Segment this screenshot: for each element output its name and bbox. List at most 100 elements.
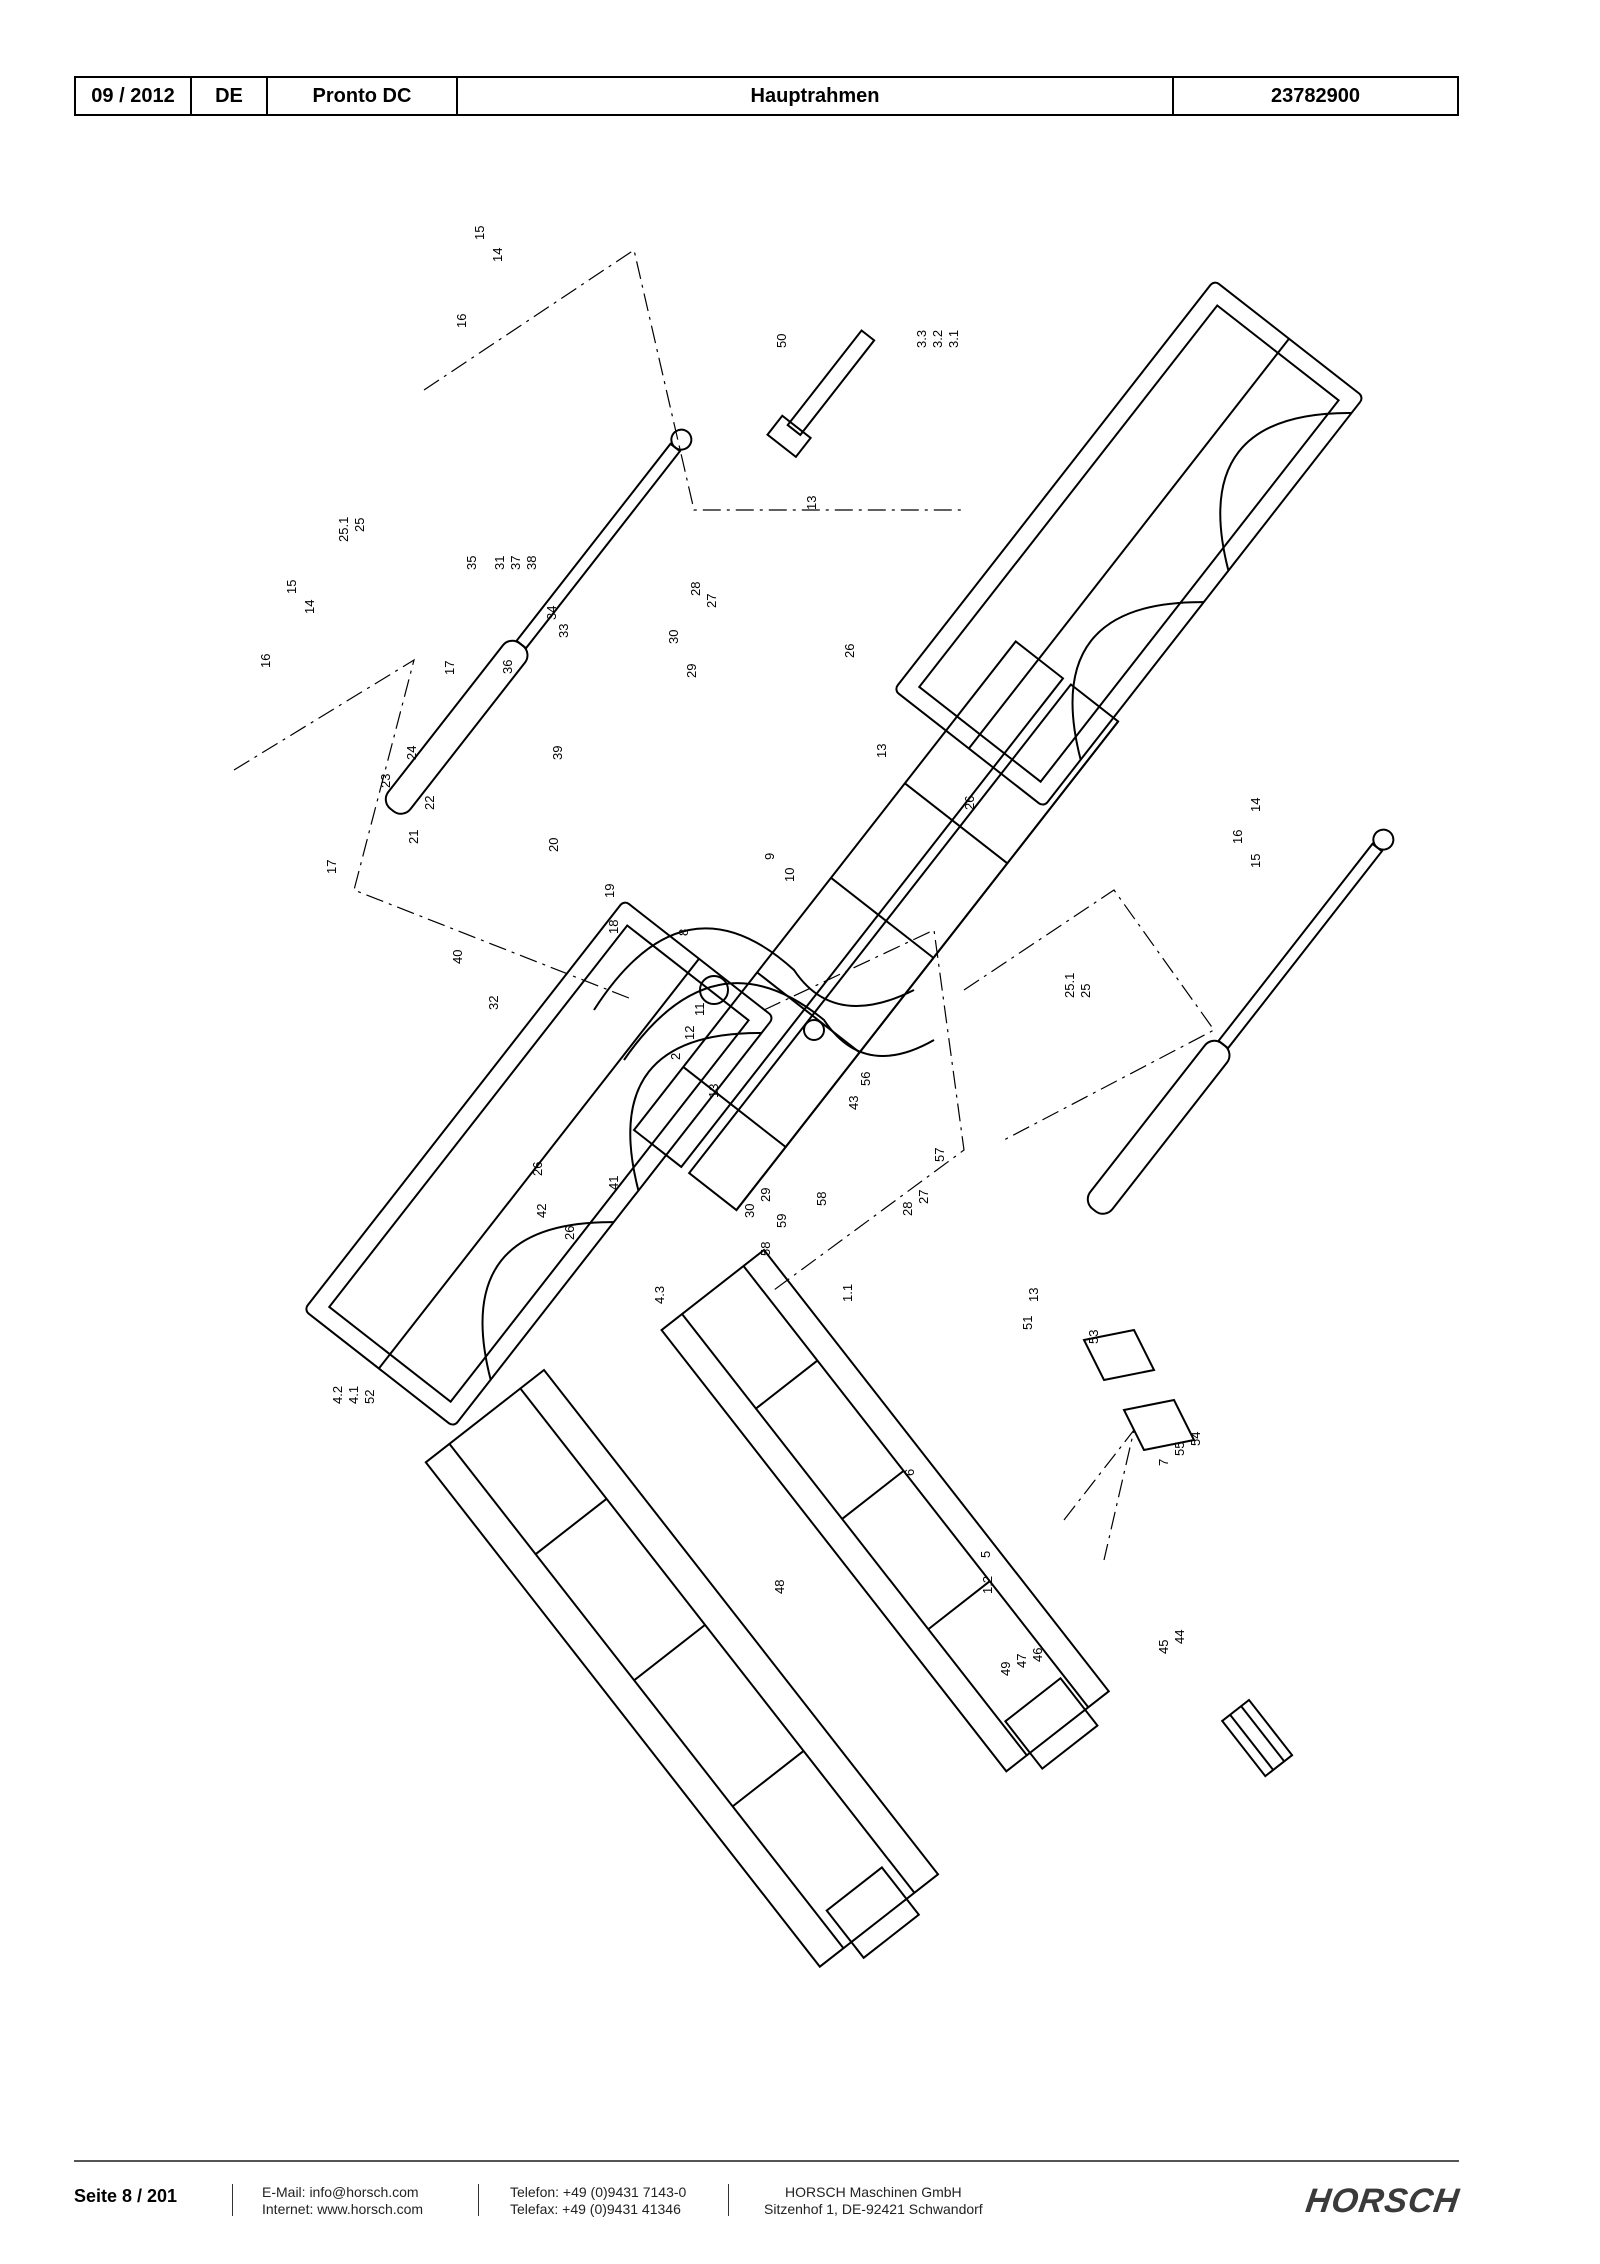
callout: 31: [492, 556, 507, 570]
callout: 8: [676, 929, 691, 936]
footer-internet: Internet: www.horsch.com: [262, 2201, 424, 2217]
callout: 4.2: [330, 1386, 345, 1404]
callout: 25.1: [1062, 973, 1077, 998]
main-beam-2: [632, 640, 1120, 1212]
callout: 16: [1230, 830, 1245, 844]
header-table: 09 / 2012 DE Pronto DC Hauptrahmen 23782…: [74, 76, 1459, 116]
footer-email: E-Mail: info@horsch.com: [262, 2184, 419, 2200]
callout: 20: [546, 838, 561, 852]
callout: 9: [762, 853, 777, 860]
callout: 11: [692, 1003, 707, 1017]
footer-separator: [728, 2184, 729, 2216]
horsch-logo: HORSCH: [1303, 2182, 1462, 2220]
callout: 2: [668, 1053, 683, 1060]
callout: 35: [464, 556, 479, 570]
callout: 51: [1020, 1316, 1035, 1330]
callout: 29: [758, 1188, 773, 1202]
callout: 43: [846, 1096, 861, 1110]
callout: 30: [666, 630, 681, 644]
part-callouts: 15 14 16 50 3.3 3.2 3.1 25.1 25 15 14 16…: [258, 226, 1263, 1676]
callout: 16: [258, 654, 273, 668]
callout: 33: [556, 624, 571, 638]
wedges-51-52: [1082, 1328, 1196, 1452]
arch-plates: [593, 927, 935, 1061]
footer-divider: [74, 2160, 1459, 2162]
callout: 39: [550, 746, 565, 760]
callout: 23: [378, 774, 393, 788]
footer-phone: Telefon: +49 (0)9431 7143-0: [510, 2184, 687, 2200]
callout: 45: [1156, 1640, 1171, 1654]
callout: 25: [1078, 984, 1093, 998]
page-number: Seite 8 / 201: [74, 2186, 178, 2206]
drawbar-frame-1-1: [660, 1248, 1111, 1773]
callout: 55: [1172, 1442, 1187, 1456]
callout: 10: [782, 868, 797, 882]
callout: 32: [486, 996, 501, 1010]
callout: 19: [602, 884, 617, 898]
callout: 25.1: [336, 517, 351, 542]
callout: 13: [804, 496, 819, 510]
callout: 14: [302, 600, 317, 614]
hydraulic-cylinder-right: [1086, 828, 1395, 1215]
header-date: 09 / 2012: [76, 78, 192, 114]
callout: 21: [406, 830, 421, 844]
footer: Seite 8 / 201 E-Mail: info@horsch.com In…: [74, 2176, 1462, 2236]
callout: 42: [534, 1204, 549, 1218]
callout: 41: [606, 1176, 621, 1190]
callout: 16: [454, 314, 469, 328]
exploded-parts-drawing: 15 14 16 50 3.3 3.2 3.1 25.1 25 15 14 16…: [74, 130, 1459, 2130]
callout: 24: [404, 746, 419, 760]
callout: 1.2: [980, 1576, 995, 1594]
callout: 30: [742, 1204, 757, 1218]
callout: 26: [962, 796, 977, 810]
callout: 25: [352, 518, 367, 532]
callout: 14: [490, 248, 505, 262]
header-part-number: 23782900: [1271, 84, 1360, 107]
callout: 58: [758, 1242, 773, 1256]
callout: 26: [842, 644, 857, 658]
footer-separator: [478, 2184, 479, 2216]
callout: 27: [916, 1190, 931, 1204]
callout: 44: [1172, 1630, 1187, 1644]
callout: 36: [500, 660, 515, 674]
footer-contact: E-Mail: info@horsch.com Internet: www.ho…: [262, 2184, 423, 2218]
header-language: DE: [192, 78, 268, 114]
footer-fax: Telefax: +49 (0)9431 41346: [510, 2201, 681, 2217]
drawbar-frame-1-2: [424, 1368, 940, 1969]
callout: 52: [362, 1390, 377, 1404]
callout: 3.3: [914, 330, 929, 348]
callout: 15: [1248, 854, 1263, 868]
callout: 6: [902, 1469, 917, 1476]
callout: 38: [524, 556, 539, 570]
hydraulic-cylinder-left: [384, 428, 693, 815]
callout: 13: [1026, 1288, 1041, 1302]
callout: 18: [606, 920, 621, 934]
callout: 15: [284, 580, 299, 594]
callout: 3.2: [930, 330, 945, 348]
callout: 22: [422, 796, 437, 810]
callout: 40: [450, 950, 465, 964]
callout: 34: [544, 606, 559, 620]
callout: 46: [1030, 1648, 1045, 1662]
callout: 5: [978, 1551, 993, 1558]
callout: 26: [562, 1226, 577, 1240]
callout: 28: [900, 1202, 915, 1216]
callout: 47: [1014, 1654, 1029, 1668]
footer-separator: [232, 2184, 233, 2216]
footer-company: HORSCH Maschinen GmbH: [785, 2184, 962, 2200]
callout: 29: [684, 664, 699, 678]
header-model: Pronto DC: [268, 78, 458, 114]
footer-address: Sitzenhof 1, DE-92421 Schwandorf: [764, 2201, 983, 2217]
callout: 50: [774, 334, 789, 348]
callout: 17: [324, 860, 339, 874]
frame-section-4: [305, 901, 773, 1426]
footstep-44: [1220, 1698, 1294, 1778]
footer-phone-block: Telefon: +49 (0)9431 7143-0 Telefax: +49…: [510, 2184, 686, 2218]
callout: 7: [1156, 1459, 1171, 1466]
callout: 28: [688, 582, 703, 596]
callout: 1.1: [840, 1284, 855, 1302]
callout: 4.1: [346, 1386, 361, 1404]
callout: 17: [442, 661, 457, 675]
frame-diagram: 15 14 16 50 3.3 3.2 3.1 25.1 25 15 14 16…: [233, 226, 1395, 1969]
callout: 37: [508, 556, 523, 570]
